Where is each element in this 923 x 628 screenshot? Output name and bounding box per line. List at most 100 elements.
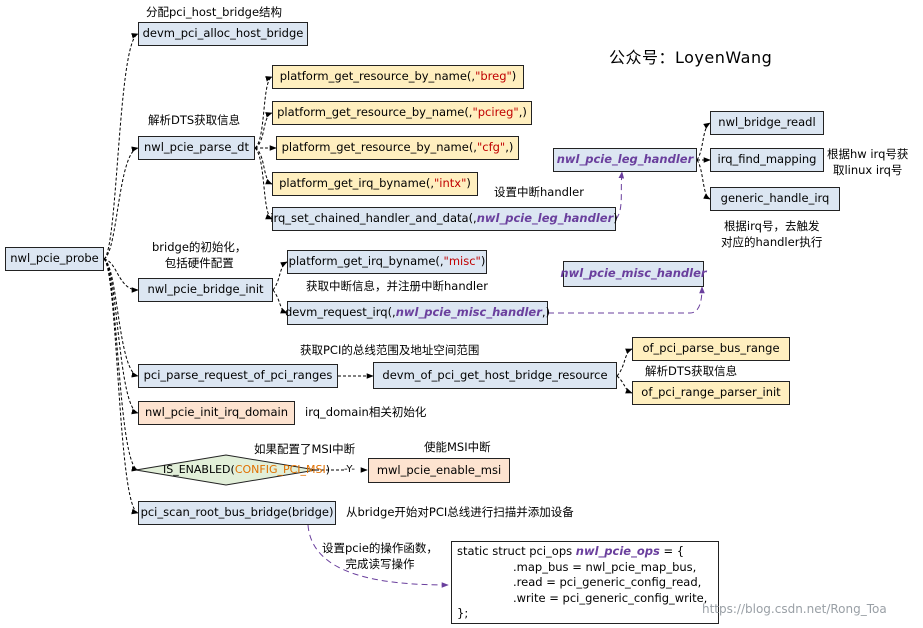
link-parsedt-pcireg [254,112,273,149]
alloc-note: 分配pci_host_bridge结构 [146,5,283,19]
nwl-bridge-readl-node: nwl_bridge_readl [710,111,824,135]
set-irq-handler-note: 设置中断handler [494,185,584,199]
code-line-3: .read = pci_generic_config_read, [513,575,702,589]
nwl-pcie-init-irq-domain-node: nwl_pcie_init_irq_domain [138,401,295,425]
get-irq-intx-node: platform_get_irq_byname(,"intx") [272,172,478,196]
is-enabled-config: CONFIG_PCI_MSI [234,463,326,476]
cfg-arg: "cfg" [476,140,506,155]
request-irq-call-suffix: ,) [541,305,551,320]
link-probe-scan [103,258,139,515]
irq-find-mapping-node: irq_find_mapping [710,148,824,172]
is-enabled-label: IS_ENABLED(CONFIG_PCI_MSI) [163,463,330,476]
trigger-note-line2: 对应的handler执行 [721,234,823,249]
watermark: https://blog.csdn.net/Rong_Toa [702,602,887,616]
link-leg-readl [696,122,711,161]
enable-msi-note: 使能MSI中断 [424,440,491,454]
link-scan-ops [307,524,449,588]
link-leg-generic [696,159,711,200]
code-line-2: .map_bus = nwl_pcie_map_bus, [513,559,697,574]
generic-handle-irq-node: generic_handle_irq [710,187,840,211]
misc-arg: "misc" [443,254,481,269]
request-irq-handler-arg: nwl_pcie_misc_handler [395,305,542,320]
code-brace: = { [659,544,685,558]
bridge-init-note-line1: bridge的初始化， [152,240,247,254]
link-bridgeinit-requestirq [272,289,288,314]
intx-arg: "intx" [434,176,467,191]
parse-dt-note: 解析DTS获取信息 [148,113,241,127]
get-irq-info-note: 获取中断信息，并注册中断handler [306,279,488,293]
code-line-1: static struct pci_ops nwl_pcie_ops = { [457,544,713,560]
hwirq-note: 根据hw irq号获 取linux irq号 [827,147,908,178]
nwl-pcie-misc-handler-node: nwl_pcie_misc_handler [560,261,707,287]
devm-request-irq-node: devm_request_irq(,nwl_pcie_misc_handler,… [284,301,551,325]
msi-decision-diamond [135,454,317,486]
breg-call-prefix: platform_get_resource_by_name(, [279,69,476,84]
irq-set-chained-handler-node: irq_set_chained_handler_and_data(,nwl_pc… [270,207,618,231]
scan-note: 从bridge开始对PCI总线进行扫描并添加设备 [346,505,574,519]
get-resource-pcireg-node: platform_get_resource_by_name(,"pcireg",… [272,101,532,125]
link-parsedt-breg [254,76,273,149]
link-probe-parsedt [103,146,139,260]
link-res-busrange [616,348,633,377]
intx-call-prefix: platform_get_irq_byname(, [279,176,434,191]
get-resource-cfg-node: platform_get_resource_by_name(,"cfg",) [276,136,519,160]
link-requestirq-mischandler [548,286,705,314]
nwl-pcie-parse-dt-node: nwl_pcie_parse_dt [138,136,255,160]
irq-domain-note: irq_domain相关初始化 [305,405,427,419]
code-line-4: .write = pci_generic_config_write, [513,590,708,605]
code-decl: static struct pci_ops [457,544,576,558]
nwl-pcie-leg-handler-node: nwl_pcie_leg_handler [553,148,697,172]
pcireg-call-suffix: ,) [518,105,527,120]
of-pci-parse-bus-range-node: of_pci_parse_bus_range [632,337,790,361]
get-irq-misc-node: platform_get_irq_byname(,"misc") [287,250,487,274]
of-pci-range-parser-init-node: of_pci_range_parser_init [632,381,790,405]
pcireg-arg: "pcireg" [472,105,519,120]
breg-call-suffix: ) [511,69,517,84]
devm-pci-alloc-host-bridge-node: devm_pci_alloc_host_bridge [138,22,308,46]
nwl-pcie-bridge-init-node: nwl_pcie_bridge_init [138,278,273,302]
ops-note: 设置pcie的操作函数， 完成读写操作 [322,541,438,572]
bridge-init-note: bridge的初始化， 包括硬件配置 [152,240,246,271]
chained-handler-arg: nwl_pcie_leg_handler [476,211,614,226]
link-probe-bridgeinit [103,258,139,293]
code-ops-name: nwl_pcie_ops [575,544,660,558]
cfg-call-prefix: platform_get_resource_by_name(, [281,140,477,155]
pci-parse-request-of-pci-ranges-node: pci_parse_request_of_pci_ranges [138,364,338,388]
is-enabled-prefix: IS_ENABLED( [163,463,235,476]
trigger-note: 根据irq号，去触发 对应的handler执行 [721,219,822,250]
pci-scan-root-bus-bridge-node: pci_scan_root_bus_bridge(bridge) [138,501,336,525]
code-line-5: }; [457,606,469,620]
hwirq-note-line2: 取linux irq号 [832,162,903,177]
cfg-call-suffix: ,) [505,140,514,155]
pci-ops-code-block: static struct pci_ops nwl_pcie_ops = { .… [451,541,719,624]
msi-condition-note: 如果配置了MSI中断 [254,442,356,456]
misc-call-suffix: ) [480,254,486,269]
link-res-parser [616,375,633,394]
brand-label: 公众号：LoyenWang [609,48,773,67]
ops-note-line2: 完成读写操作 [345,556,415,571]
chained-call-suffix: ) [613,211,618,226]
pcireg-call-prefix: platform_get_resource_by_name(, [277,105,473,120]
nwl-pcie-probe-node: nwl_pcie_probe [5,247,104,271]
intx-call-suffix: ) [466,176,471,191]
link-bridgeinit-misc [272,261,288,291]
request-irq-call-prefix: devm_request_irq(, [284,305,396,320]
misc-call-prefix: platform_get_irq_byname(, [288,254,444,269]
devm-of-pci-get-host-bridge-resource-node: devm_of_pci_get_host_bridge_resource [373,362,617,389]
is-enabled-suffix: ) [325,463,331,476]
breg-arg: "breg" [475,69,512,84]
ops-note-line1: 设置pcie的操作函数， [322,541,438,555]
link-parsedt-intx [254,147,273,185]
link-chained-leghandler [615,171,625,220]
link-parsedt-chained [254,147,273,220]
mwl-pcie-enable-msi-node: mwl_pcie_enable_msi [368,458,510,483]
link-probe-alloc [103,33,139,260]
parse-dts-note-2: 解析DTS获取信息 [645,364,738,378]
bridge-init-note-line2: 包括硬件配置 [164,255,234,270]
get-resource-breg-node: platform_get_resource_by_name(,"breg") [272,65,524,89]
hwirq-note-line1: 根据hw irq号获 [827,147,909,161]
bus-range-note: 获取PCI的总线范围及地址空间范围 [300,343,480,357]
link-probe-isenabled [103,258,139,472]
trigger-note-line1: 根据irq号，去触发 [723,219,820,233]
